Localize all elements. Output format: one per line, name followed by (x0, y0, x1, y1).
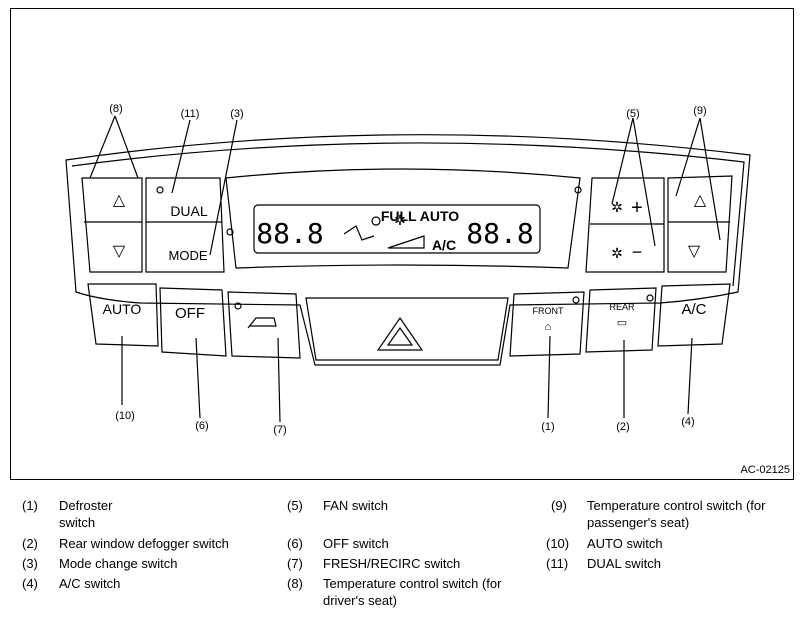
ac-button (657, 283, 731, 347)
display-housing (225, 168, 581, 269)
fan-button (585, 177, 665, 273)
off-button (159, 287, 227, 357)
callout-7: (7) (273, 424, 286, 436)
defrost-icon: ⌂ (545, 321, 552, 333)
legend-item-9: (9) Temperature control switch (for pass… (551, 497, 765, 530)
panel-bezel (65, 134, 751, 366)
legend-text: OFF switch (323, 536, 389, 551)
temp-pass-down-arrow[interactable]: ▽ (688, 243, 701, 260)
legend-num: (2) (22, 536, 38, 551)
legend-text: FRESH/RECIRC switch (323, 556, 461, 571)
fan-icon-low: ✲ (611, 245, 623, 261)
legend-num: (8) (287, 576, 303, 591)
lcd-display (253, 204, 541, 254)
ac-label[interactable]: A/C (681, 301, 706, 318)
legend-num: (6) (287, 536, 303, 551)
hazard-button (305, 297, 509, 361)
legend-text: Mode change switch (59, 556, 178, 571)
off-label[interactable]: OFF (175, 305, 205, 322)
fan-icon: ✲ (611, 199, 623, 215)
front-label[interactable]: FRONT (533, 306, 564, 316)
legend-item-11: (11) DUAL switch (546, 555, 661, 572)
legend-text-line2: passenger's seat) (587, 515, 690, 530)
legend-num: (11) (546, 556, 569, 571)
callout-9: (9) (693, 105, 706, 117)
legend-num: (4) (22, 576, 38, 591)
display-digits-right: 88.8 (466, 217, 533, 250)
auto-label[interactable]: AUTO (103, 301, 142, 317)
callout-8: (8) (109, 103, 122, 115)
figure-id: AC-02125 (740, 464, 790, 476)
fan-plus[interactable]: + (631, 197, 643, 219)
callout-6: (6) (195, 420, 208, 432)
fan-minus[interactable]: − (632, 242, 643, 262)
legend-item-6: (6) OFF switch (287, 535, 389, 552)
auto-button (87, 283, 159, 347)
temp-driver-button (81, 177, 143, 273)
callout-4: (4) (681, 416, 694, 428)
legend-item-8: (8) Temperature control switch (for driv… (287, 575, 501, 608)
legend-num: (9) (551, 498, 567, 513)
rear-label[interactable]: REAR (609, 302, 635, 312)
legend-item-7: (7) FRESH/RECIRC switch (287, 555, 460, 572)
legend-text: FAN switch (323, 498, 389, 513)
legend-num: (7) (287, 556, 303, 571)
rear-defog-button (585, 287, 657, 353)
legend-text-line1: Temperature control switch (for (587, 498, 766, 513)
temp-pass-up-arrow[interactable]: △ (694, 192, 707, 209)
display-digits-left: 88.8 (256, 217, 323, 250)
callout-10: (10) (115, 410, 135, 422)
recirc-button (227, 291, 301, 359)
callout-3: (3) (230, 108, 243, 120)
legend-item-3: (3) Mode change switch (22, 555, 178, 572)
legend-text-line1: Temperature control switch (for (323, 576, 502, 591)
legend-num: (10) (546, 536, 570, 551)
callout-5: (5) (626, 108, 639, 120)
legend-item-5: (5) FAN switch (287, 497, 388, 514)
figure-frame (10, 8, 794, 480)
callout-11: (11) (181, 108, 200, 120)
legend-text: AUTO switch (587, 536, 663, 551)
legend-text: A/C switch (59, 576, 121, 591)
display-full-auto: FULL AUTO (381, 208, 459, 224)
mode-label[interactable]: MODE (169, 248, 208, 263)
dual-mode-button (145, 177, 225, 273)
callout-2: (2) (616, 421, 629, 433)
legend-text: Defroster switch (59, 498, 113, 530)
legend-num: (1) (22, 498, 38, 513)
front-defrost-button (509, 291, 585, 357)
legend-text: DUAL switch (587, 556, 661, 571)
display-ac: A/C (432, 237, 456, 253)
callout-1: (1) (541, 421, 554, 433)
display-fan-icon: ✲ (394, 212, 406, 228)
legend-num: (3) (22, 556, 38, 571)
dual-label[interactable]: DUAL (170, 203, 208, 219)
legend-item-2: (2) Rear window defogger switch (22, 535, 229, 552)
legend-item-4: (4) A/C switch (22, 575, 120, 592)
legend-item-1: (1) Defroster switch (22, 497, 112, 530)
legend-num: (5) (287, 498, 303, 513)
legend-text-line2: driver's seat) (323, 593, 398, 608)
legend-item-10: (10) AUTO switch (546, 535, 663, 552)
legend-text: Rear window defogger switch (59, 536, 229, 551)
temp-driver-up-arrow[interactable]: △ (113, 192, 126, 209)
temp-passenger-button (667, 175, 733, 273)
defog-icon: ▭ (617, 317, 627, 329)
temp-driver-down-arrow[interactable]: ▽ (113, 243, 126, 260)
